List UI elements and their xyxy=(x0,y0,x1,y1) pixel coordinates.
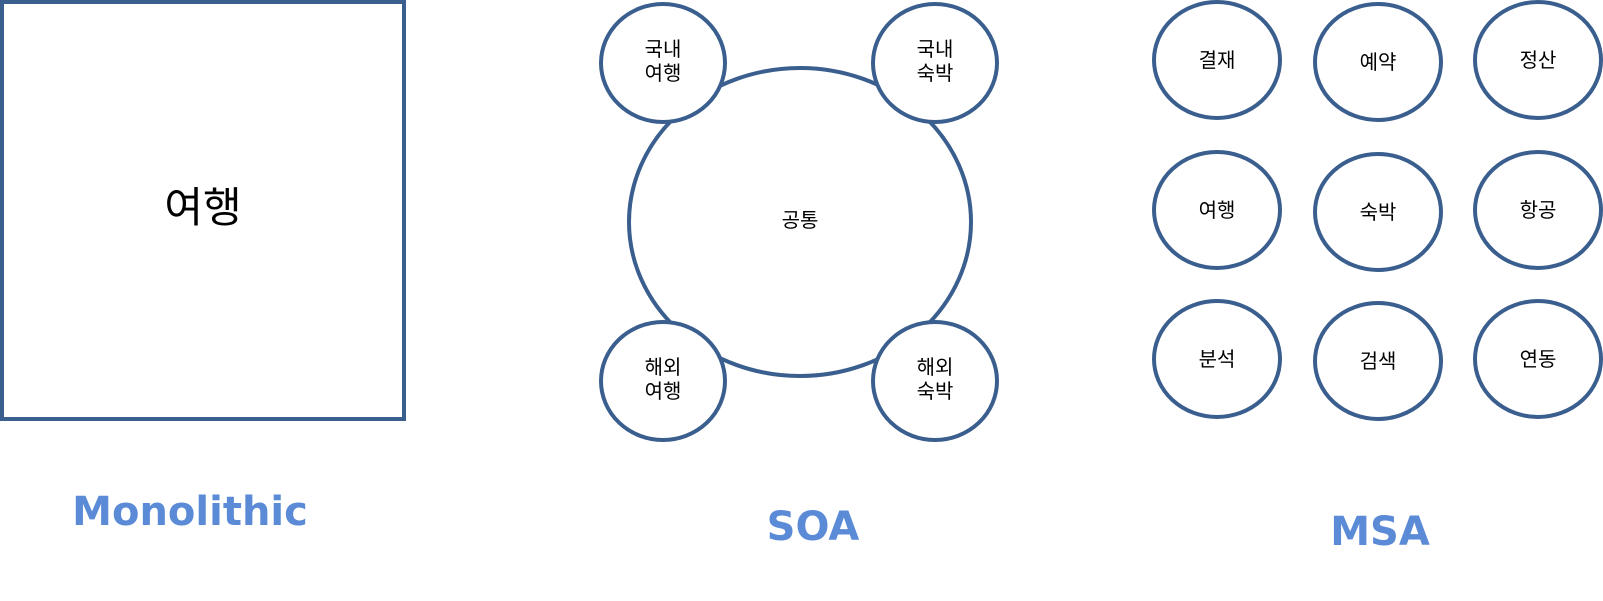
msa-title: MSA xyxy=(1330,509,1430,555)
soa-node-label-line1: 국내 xyxy=(917,37,954,61)
msa-service-label: 분석 xyxy=(1199,347,1236,371)
soa-node-label-line2: 숙박 xyxy=(917,61,954,85)
msa-service-label: 숙박 xyxy=(1360,200,1397,224)
monolithic-box xyxy=(0,0,406,421)
soa-title: SOA xyxy=(767,504,860,550)
msa-section: 결재 예약 정산 여행 숙박 항공 분석 검색 연동 MSA xyxy=(1152,0,1603,555)
msa-service-circle xyxy=(1473,150,1603,270)
msa-service-circle xyxy=(1313,301,1443,421)
msa-service-circle xyxy=(1152,299,1282,419)
msa-service-circle xyxy=(1152,0,1282,120)
msa-service-label: 검색 xyxy=(1360,349,1397,373)
soa-node-label-line1: 해외 xyxy=(917,355,954,379)
soa-node-domestic-travel xyxy=(599,2,727,124)
msa-service-label: 결재 xyxy=(1199,48,1236,72)
monolithic-section: 여행 Monolithic xyxy=(0,0,406,535)
monolithic-title: Monolithic xyxy=(72,489,308,535)
msa-service-circle xyxy=(1152,150,1282,270)
msa-service-label: 연동 xyxy=(1520,347,1557,371)
msa-service-circle xyxy=(1313,2,1443,122)
soa-node-label-line1: 국내 xyxy=(645,37,682,61)
monolithic-box-label: 여행 xyxy=(164,183,241,232)
soa-node-label-line2: 여행 xyxy=(645,61,682,85)
msa-service-label: 여행 xyxy=(1199,198,1236,222)
msa-service-circle xyxy=(1313,152,1443,272)
soa-node-label-line1: 해외 xyxy=(645,355,682,379)
msa-service-label: 항공 xyxy=(1520,198,1557,222)
msa-service-label: 예약 xyxy=(1360,50,1397,74)
soa-node-label-line2: 숙박 xyxy=(917,379,954,403)
soa-node-label-line2: 여행 xyxy=(645,379,682,403)
soa-node-overseas-lodging xyxy=(871,320,999,442)
soa-common-label: 공통 xyxy=(782,208,819,232)
soa-section: 공통 국내 여행 국내 숙박 해외 여행 해외 숙박 SOA xyxy=(599,2,999,550)
soa-node-overseas-travel xyxy=(599,320,727,442)
soa-node-domestic-lodging xyxy=(871,2,999,124)
msa-service-circle xyxy=(1473,299,1603,419)
msa-service-circle xyxy=(1473,0,1603,120)
msa-service-label: 정산 xyxy=(1520,48,1557,72)
soa-common-circle xyxy=(627,66,973,378)
